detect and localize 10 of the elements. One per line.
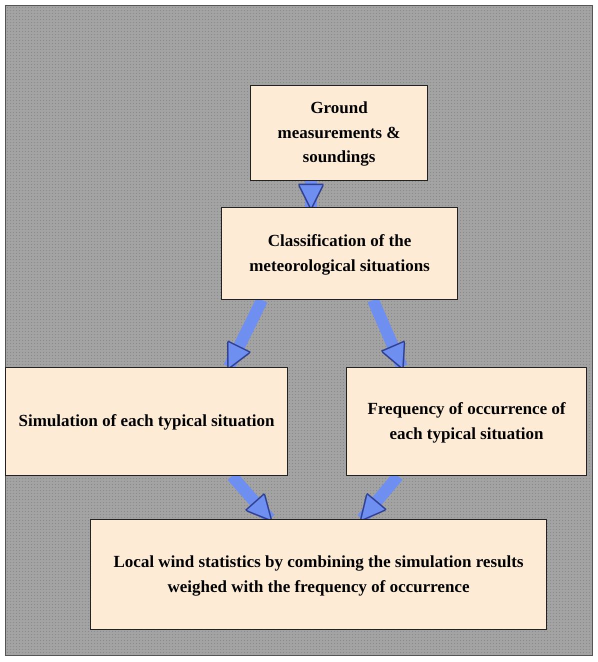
box-text: Ground measurements & soundings bbox=[276, 97, 402, 168]
process-box bbox=[221, 207, 458, 300]
box-text: Local wind statistics by combining the simulation results weighed with the frequency of occurrence bbox=[112, 550, 525, 598]
box-text: Simulation of each typical situation bbox=[18, 410, 274, 432]
process-box bbox=[250, 85, 428, 181]
process-box bbox=[90, 519, 547, 630]
box-text: Frequency of occurrence of each typical situation bbox=[366, 398, 567, 445]
box-text: Classification of the meteorological situations bbox=[248, 230, 431, 277]
process-box bbox=[5, 367, 288, 476]
process-box bbox=[346, 367, 587, 476]
